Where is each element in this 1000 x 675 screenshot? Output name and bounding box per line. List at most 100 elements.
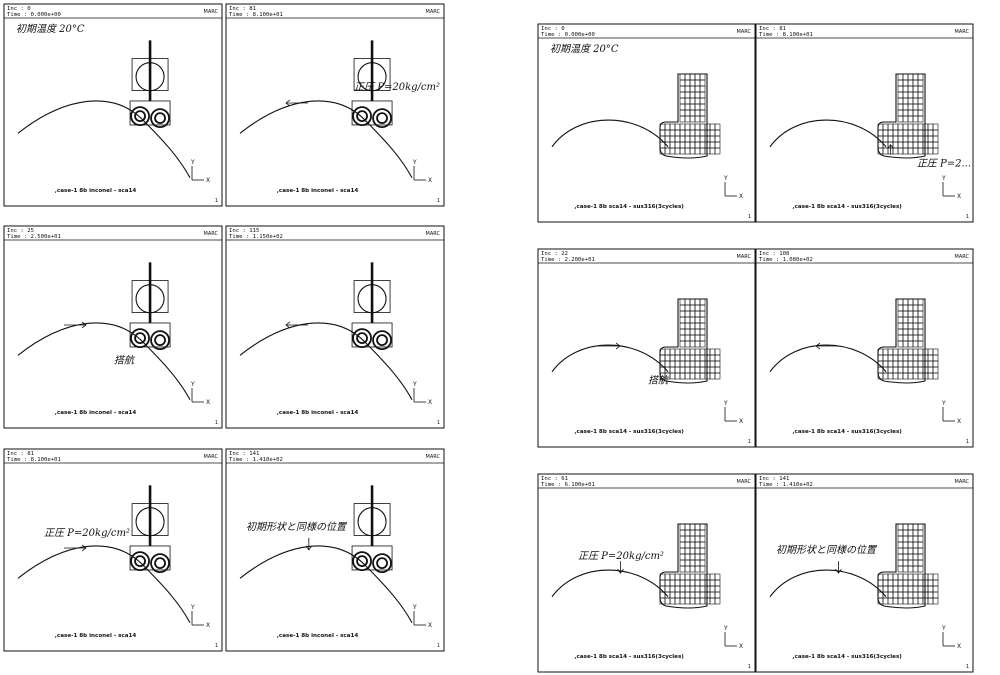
motion-arrow (887, 144, 894, 155)
mesh-cell (714, 597, 721, 605)
mesh-cell (932, 597, 939, 605)
time-label: Time : 0.000e+00 (541, 32, 595, 38)
lower-roller-frame (129, 322, 171, 348)
handwritten-annotation: 初期形状と同様の位置 (776, 544, 877, 556)
workpiece-curve (17, 545, 191, 623)
panel-caption: ,case-1 8b sca14 - sus316(3cycles) (792, 204, 902, 210)
time-label: Time : 1.410e+02 (759, 482, 813, 488)
handwritten-annotation: 初期温度 20°C (550, 43, 619, 55)
x-axis-label: X (428, 399, 432, 406)
increment-label: Inc : 22 (541, 251, 568, 257)
marc-logo: MARC (204, 9, 219, 15)
page-number: 1 (437, 198, 440, 204)
handwritten-annotation: 正圧 P=20kg/cm² (44, 528, 130, 539)
lower-roller-right (150, 553, 170, 574)
motion-arrow (835, 561, 842, 574)
upper-roller (135, 284, 165, 314)
lower-roller-left-inner (356, 332, 368, 345)
x-axis-label: X (206, 622, 210, 629)
workpiece-curve (239, 100, 413, 178)
x-axis-label: X (957, 643, 961, 650)
motion-arrow (598, 342, 621, 350)
panel-frame (3, 3, 223, 207)
workpiece-curve (551, 344, 669, 373)
lower-roller-frame (351, 322, 393, 348)
x-axis-label: X (428, 622, 432, 629)
lower-roller-right-inner (154, 557, 166, 570)
marc-logo: MARC (737, 29, 752, 35)
arrow-head (617, 568, 624, 574)
y-axis-label: Y (941, 400, 946, 407)
lower-roller-left-inner (356, 555, 368, 568)
workpiece-curve (239, 545, 413, 623)
increment-label: Inc : 81 (759, 26, 786, 32)
panel-frame (537, 473, 756, 673)
y-axis-label: Y (723, 400, 728, 407)
upper-roller (357, 284, 387, 314)
workpiece-curve (551, 569, 669, 598)
mesh-cell (699, 565, 706, 573)
upper-roller (357, 62, 387, 92)
increment-label: Inc : 141 (229, 451, 259, 457)
upper-roller (357, 507, 387, 537)
x-axis-label: X (428, 177, 432, 184)
lower-roller-left (352, 328, 372, 349)
lower-roller-left (352, 551, 372, 572)
panel-caption: ,case-1 8b sca14 - sus316(3cycles) (574, 204, 684, 210)
workpiece-curve (239, 322, 413, 400)
increment-label: Inc : 81 (7, 451, 34, 457)
arrow-head (615, 342, 621, 350)
panel-caption: ,case-1 8b inconel - sca14 (277, 410, 359, 416)
marc-logo: MARC (426, 454, 441, 460)
increment-label: Inc : 0 (7, 6, 31, 12)
lower-roller-frame (351, 100, 393, 126)
mesh-cell (699, 340, 706, 348)
lower-roller-left-inner (356, 110, 368, 123)
motion-arrow (64, 321, 87, 329)
lower-roller-left-inner (134, 555, 146, 568)
upper-roller (135, 507, 165, 537)
panel-frame (3, 448, 223, 652)
time-label: Time : 8.100e+01 (759, 32, 813, 38)
handwritten-annotation: 搭航 (114, 354, 136, 366)
time-label: Time : 0.000e+00 (7, 12, 61, 18)
time-label: Time : 6.100e+01 (541, 482, 595, 488)
lower-roller-right-inner (154, 112, 166, 125)
lower-roller-frame (129, 545, 171, 571)
lower-roller-right (150, 108, 170, 129)
x-axis-label: X (739, 418, 743, 425)
lower-roller-right-inner (376, 334, 388, 347)
panel-frame (225, 225, 445, 429)
arrow-head (815, 342, 821, 350)
mesh-cell (932, 147, 939, 155)
panel-caption: ,case-1 8b inconel - sca14 (55, 633, 137, 639)
y-axis-label: Y (190, 604, 195, 611)
page-number: 1 (966, 664, 969, 670)
lower-roller-right-inner (376, 557, 388, 570)
marc-logo: MARC (955, 479, 970, 485)
mesh-cell (714, 147, 721, 155)
y-axis-label: Y (190, 159, 195, 166)
panel-frame (537, 23, 756, 223)
lower-roller-left-inner (134, 110, 146, 123)
mesh-outline (659, 298, 708, 384)
motion-arrow (815, 342, 838, 350)
workpiece-curve (17, 100, 191, 178)
mesh-cell (699, 115, 706, 123)
arrow-head (835, 568, 842, 574)
motion-arrow (305, 537, 313, 551)
mesh-outline (877, 73, 926, 159)
increment-label: Inc : 115 (229, 228, 259, 234)
time-label: Time : 8.100e+01 (7, 457, 61, 463)
workpiece-curve (769, 569, 887, 598)
marc-logo: MARC (204, 454, 219, 460)
panel-caption: ,case-1 8b inconel - sca14 (277, 188, 359, 194)
workpiece-curve (769, 344, 887, 373)
mesh-outline (877, 298, 926, 384)
increment-label: Inc : 61 (541, 476, 568, 482)
mesh-outline (659, 523, 708, 609)
